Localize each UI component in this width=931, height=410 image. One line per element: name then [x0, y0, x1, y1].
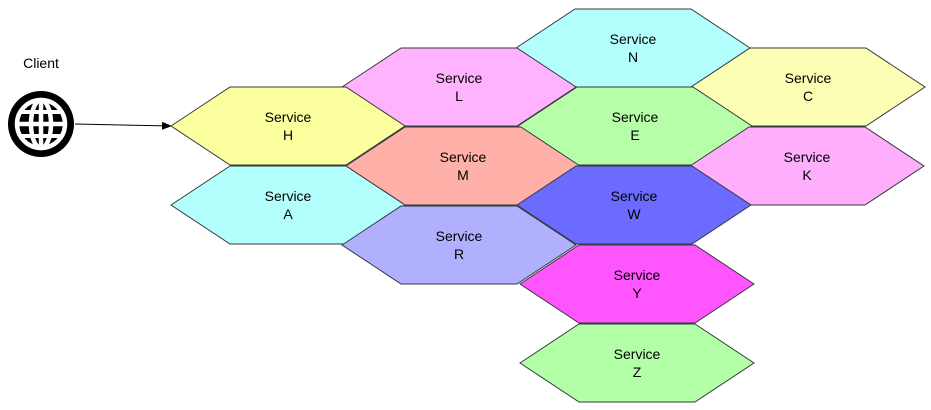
service-a-shape	[170, 165, 406, 245]
service-l-letter: L	[455, 88, 463, 104]
service-w-letter: W	[627, 206, 641, 222]
service-y-label: Service	[614, 267, 661, 283]
service-y-letter: Y	[632, 285, 642, 301]
service-r-label: Service	[436, 228, 483, 244]
service-m-label: Service	[440, 149, 487, 165]
service-y-shape	[519, 244, 755, 324]
service-w-label: Service	[611, 188, 658, 204]
service-h-letter: H	[283, 127, 293, 143]
service-k-label: Service	[784, 149, 831, 165]
service-a-label: Service	[265, 188, 312, 204]
service-z-label: Service	[614, 346, 661, 362]
service-r-letter: R	[454, 246, 464, 262]
globe-icon	[8, 91, 74, 157]
service-l-label: Service	[436, 70, 483, 86]
service-e-label: Service	[612, 109, 659, 125]
service-r-shape	[341, 205, 577, 285]
service-z-letter: Z	[633, 364, 642, 380]
client-label: Client	[23, 55, 59, 71]
service-n-label: Service	[610, 31, 657, 47]
service-n-letter: N	[628, 49, 638, 65]
service-e-letter: E	[630, 127, 639, 143]
service-h-label: Service	[265, 109, 312, 125]
services-layer: ServiceNServiceLServiceCServiceHServiceE…	[170, 8, 926, 403]
service-m-letter: M	[457, 167, 469, 183]
service-a-letter: A	[283, 206, 293, 222]
client-to-service-h-arrow	[74, 121, 172, 130]
service-c-label: Service	[785, 70, 832, 86]
service-c-letter: C	[803, 88, 813, 104]
service-h-shape	[170, 86, 406, 166]
service-z-shape	[519, 323, 755, 403]
service-w-shape	[516, 165, 752, 245]
service-k-letter: K	[802, 167, 812, 183]
